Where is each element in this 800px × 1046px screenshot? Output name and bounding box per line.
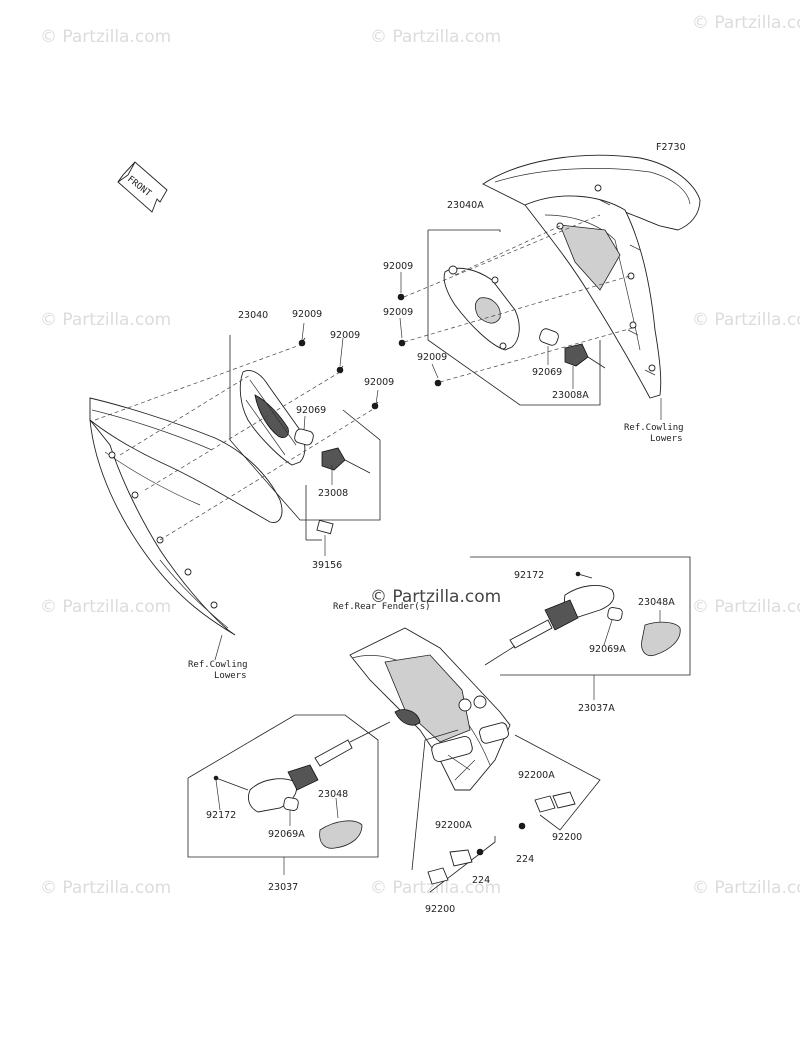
part-92069A-label: 92069A xyxy=(268,829,305,840)
part-92009-label: 92009 xyxy=(364,377,394,388)
part-92009-label: 92009 xyxy=(383,261,413,272)
reference-labels: Ref.Cowling Lowers Ref.Cowling Lowers Re… xyxy=(188,423,684,681)
part-92172-label: 92172 xyxy=(514,570,544,581)
part-23040A-label: 23040A xyxy=(447,200,484,211)
part-92200A-label: 92200A xyxy=(518,770,555,781)
part-23040-label: 23040 xyxy=(238,310,268,321)
part-23008-label: 23008 xyxy=(318,488,348,499)
part-92069-label: 92069 xyxy=(532,367,562,378)
ref-cowling-lowers-top: Ref.Cowling xyxy=(624,423,684,433)
part-92200-label: 92200 xyxy=(552,832,582,843)
part-23008A-label: 23008A xyxy=(552,390,589,401)
ref-cowling-lowers-left: Ref.Cowling xyxy=(188,660,248,670)
part-92009-label: 92009 xyxy=(292,309,322,320)
turn-signal-23040 xyxy=(229,335,381,541)
watermark: © Partzilla.com xyxy=(40,310,171,330)
rear-fender xyxy=(349,627,511,791)
part-92200-label: 92200 xyxy=(425,904,455,915)
watermark: © Partzilla.com xyxy=(692,13,800,33)
part-23037A-label: 23037A xyxy=(578,703,615,714)
center-watermark: © Partzilla.com xyxy=(370,587,501,607)
watermark: © Partzilla.com xyxy=(370,27,501,47)
part-23048A-label: 23048A xyxy=(638,597,675,608)
part-39156-label: 39156 xyxy=(312,560,342,571)
watermark: © Partzilla.com xyxy=(692,878,800,898)
figure-code: F2730 xyxy=(656,142,686,153)
watermark: © Partzilla.com xyxy=(40,27,171,47)
part-92172-label: 92172 xyxy=(206,810,236,821)
part-224-label: 224 xyxy=(472,875,490,886)
left-cowling-outline xyxy=(89,397,283,636)
watermark: © Partzilla.com xyxy=(40,597,171,617)
part-224-label: 224 xyxy=(516,854,534,865)
part-92200A-label: 92200A xyxy=(435,820,472,831)
part-92009-label: 92009 xyxy=(383,307,413,318)
ref-cowling-lowers-left: Lowers xyxy=(214,671,247,681)
part-23037-label: 23037 xyxy=(268,882,298,893)
part-23048-label: 23048 xyxy=(318,789,348,800)
turn-signal-23037 xyxy=(187,714,391,858)
turn-signal-23040A xyxy=(397,229,606,406)
part-92009-label: 92009 xyxy=(417,352,447,363)
reflector-hardware xyxy=(411,729,601,893)
right-cowling-outline xyxy=(482,154,701,399)
watermark: © Partzilla.com xyxy=(692,310,800,330)
watermark: © Partzilla.com xyxy=(692,597,800,617)
part-92069-label: 92069 xyxy=(296,405,326,416)
ref-cowling-lowers-top: Lowers xyxy=(650,434,683,444)
turn-signal-23037A xyxy=(470,556,691,676)
part-92009-label: 92009 xyxy=(330,330,360,341)
ref-rear-fender: Ref.Rear Fender(s) xyxy=(333,602,431,612)
front-arrow-icon: FRONT xyxy=(117,161,168,213)
part-92069A-label: 92069A xyxy=(589,644,626,655)
watermark: © Partzilla.com xyxy=(40,878,171,898)
part-labels: 23040 92009 92009 92009 92069 23008 3915… xyxy=(206,200,675,915)
